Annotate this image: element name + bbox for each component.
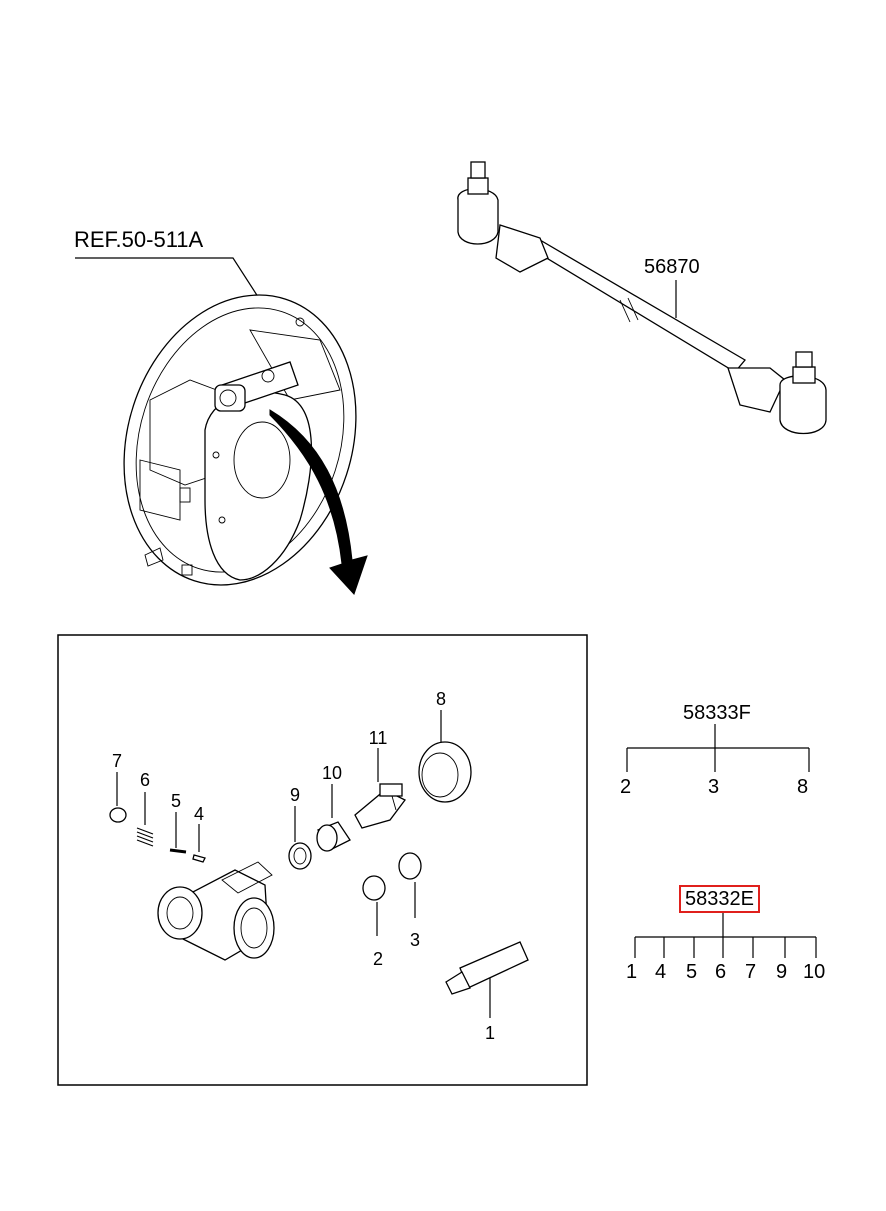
callout-5[interactable]: 5	[170, 791, 182, 811]
part-6-spring	[136, 792, 154, 847]
kit-58332e-item[interactable]: 7	[745, 961, 757, 983]
wheel-cylinder-body	[157, 861, 275, 961]
kit-58332e-item[interactable]: 6	[715, 961, 727, 983]
part-10-piston	[316, 784, 351, 852]
part-7-nut	[109, 772, 127, 823]
callout-11[interactable]: 11	[368, 728, 388, 748]
part-9-seal	[288, 806, 312, 870]
part-2-ring	[362, 875, 386, 936]
kit-58332e-item[interactable]: 9	[776, 961, 788, 983]
kit-tree-58332e	[634, 912, 817, 958]
kit-58333f-code[interactable]: 58333F	[683, 702, 751, 724]
tie-rod-assembly	[457, 161, 827, 434]
part-1-bleeder	[445, 941, 529, 1018]
tie-rod-part-number[interactable]: 56870	[644, 256, 700, 278]
part-5-pin	[169, 812, 187, 854]
part-8-boot	[418, 710, 472, 803]
callout-7[interactable]: 7	[111, 751, 123, 771]
callout-4[interactable]: 4	[193, 804, 205, 824]
callout-9[interactable]: 9	[289, 785, 301, 805]
part-11-adjuster	[354, 748, 406, 829]
callout-10[interactable]: 10	[321, 763, 343, 783]
callout-3[interactable]: 3	[409, 930, 421, 950]
callout-8[interactable]: 8	[435, 689, 447, 709]
callout-6[interactable]: 6	[139, 770, 151, 790]
ref-label[interactable]: REF.50-511A	[74, 227, 204, 252]
part-3-ring	[398, 852, 422, 918]
kit-58332e-item[interactable]: 10	[803, 961, 826, 983]
kit-58333f-item[interactable]: 8	[797, 776, 809, 798]
brake-backing-plate	[75, 257, 357, 586]
kit-tree-58333f	[626, 724, 810, 772]
exploded-view-frame	[57, 634, 588, 1086]
kit-58332e-item[interactable]: 4	[655, 961, 667, 983]
callout-1[interactable]: 1	[484, 1023, 496, 1043]
arrow-icon	[269, 409, 368, 595]
part-4-pin	[192, 824, 206, 863]
kit-58332e-code-highlighted[interactable]: 58332E	[679, 885, 760, 913]
callout-2[interactable]: 2	[372, 949, 384, 969]
kit-58332e-item[interactable]: 5	[686, 961, 698, 983]
kit-58333f-item[interactable]: 2	[620, 776, 632, 798]
kit-58332e-item[interactable]: 1	[626, 961, 638, 983]
kit-58333f-item[interactable]: 3	[708, 776, 720, 798]
